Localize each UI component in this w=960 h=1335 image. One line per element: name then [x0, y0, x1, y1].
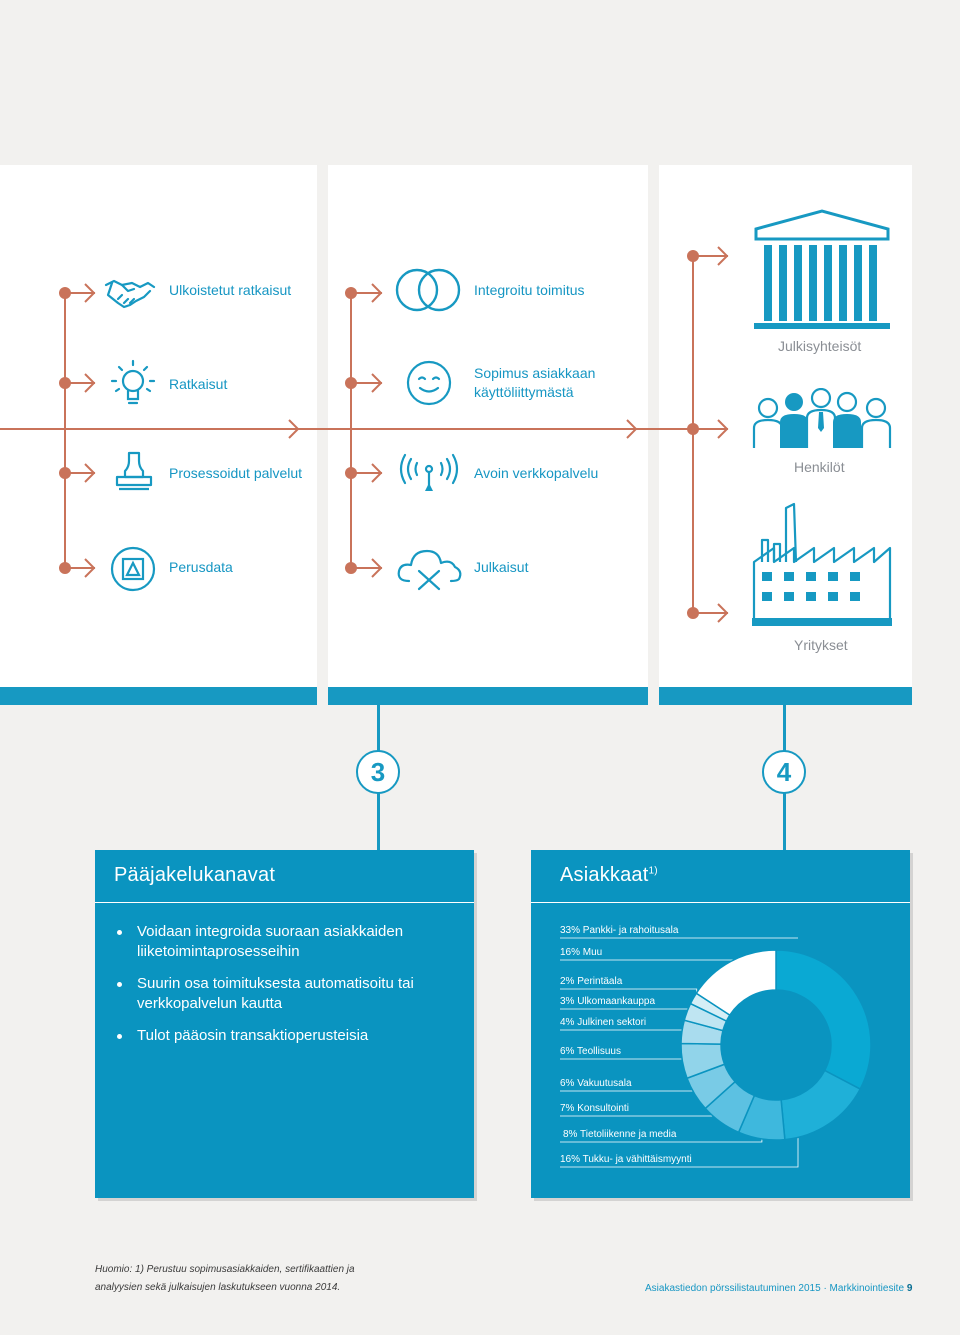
label-ratkaisut: Ratkaisut	[169, 376, 228, 392]
panel-col1-bar	[0, 687, 317, 705]
label-ulkoistetut-ratkaisut: Ulkoistetut ratkaisut	[169, 282, 292, 298]
label-integroitu-toimitus: Integroitu toimitus	[474, 282, 585, 298]
distribution-bullets: Voidaan integroida suoraan asiakkaiden l…	[115, 922, 445, 1058]
antenna-icon	[399, 453, 459, 491]
handshake-icon	[104, 279, 156, 309]
distribution-channels-title: Pääjakelukanavat	[114, 864, 276, 886]
label-perintaala: 2% Perintäala	[560, 976, 623, 987]
label-pankki: 33% Pankki- ja rahoitusala	[560, 925, 679, 936]
distribution-channels-box: Pääjakelukanavat Voidaan integroida suor…	[95, 850, 474, 1198]
customers-donut-chart	[680, 949, 872, 1141]
label-julkisyhteisot: Julkisyhteisöt	[778, 338, 862, 354]
label-muu: 16% Muu	[560, 947, 603, 958]
leader-line-4	[560, 1029, 687, 1033]
bullet-item: Tulot pääosin transaktioperusteisia	[115, 1026, 445, 1046]
customers-box: Asiakkaat1) 33% Pankki- ja rahoitusala 1…	[531, 850, 910, 1198]
label-prosessoidut-palvelut: Prosessoidut palvelut	[169, 465, 303, 481]
customers-title: Asiakkaat1)	[560, 864, 658, 887]
factory-icon	[752, 502, 892, 626]
footnote: Huomio: 1) Perustuu sopimusasiakkaiden, …	[95, 1261, 355, 1297]
label-yritykset: Yritykset	[794, 637, 848, 653]
label-kayttoliittymasta: käyttöliittymästä	[474, 384, 574, 400]
customers-title-footnote: 1)	[648, 865, 658, 877]
step-3-badge: 3	[356, 750, 400, 794]
people-icon	[752, 388, 892, 448]
label-henkilot: Henkilöt	[794, 459, 845, 475]
triangle-box-icon	[110, 546, 156, 592]
label-sopimus-asiakkaan: Sopimus asiakkaan	[474, 365, 596, 381]
label-tietoliikenne: 8% Tietoliikenne ja media	[563, 1129, 677, 1140]
overlapping-circles-icon	[395, 268, 461, 312]
donut-slice-9	[695, 949, 777, 1017]
box-divider	[95, 902, 474, 903]
donut-slice-0	[775, 949, 872, 1091]
footnote-line-2: analyysien sekä julkaisujen laskutukseen…	[95, 1282, 341, 1293]
footnote-line-1: Huomio: 1) Perustuu sopimusasiakkaiden, …	[95, 1264, 355, 1275]
page-number: 9	[906, 1283, 913, 1294]
government-building-icon	[754, 209, 890, 329]
label-avoin-verkkopalvelu: Avoin verkkopalvelu	[474, 465, 599, 481]
panel-col2-bar	[328, 687, 648, 705]
label-ulkomaankauppa: 3% Ulkomaankauppa	[560, 996, 656, 1007]
lightbulb-icon	[110, 359, 156, 405]
panel-col2	[328, 165, 648, 687]
label-konsultointi: 7% Konsultointi	[560, 1103, 629, 1114]
label-julkinen-sektori: 4% Julkinen sektori	[560, 1017, 647, 1028]
panel-col1	[0, 165, 317, 687]
connector-lines	[0, 246, 729, 623]
cloud-icon	[397, 549, 462, 591]
smiley-icon	[406, 360, 452, 406]
page-info-text: Asiakastiedon pörssilistautuminen 2015 ·…	[645, 1283, 905, 1294]
label-perusdata: Perusdata	[169, 559, 233, 575]
step-4-badge: 4	[762, 750, 806, 794]
customers-title-text: Asiakkaat	[560, 864, 649, 886]
label-teollisuus: 6% Teollisuus	[560, 1046, 621, 1057]
page-info: Asiakastiedon pörssilistautuminen 2015 ·…	[645, 1283, 912, 1294]
label-julkaisut: Julkaisut	[474, 559, 529, 575]
label-tukku: 16% Tukku- ja vähittäismyynti	[560, 1154, 692, 1165]
stamp-icon	[115, 451, 153, 491]
leader-line-5	[560, 1058, 687, 1061]
label-vakuutusala: 6% Vakuutusala	[560, 1078, 632, 1089]
bullet-item: Voidaan integroida suoraan asiakkaiden l…	[115, 922, 445, 962]
box-divider	[531, 902, 910, 903]
bullet-item: Suurin osa toimituksesta automatisoitu t…	[115, 974, 445, 1014]
panel-col3-bar	[659, 687, 912, 705]
